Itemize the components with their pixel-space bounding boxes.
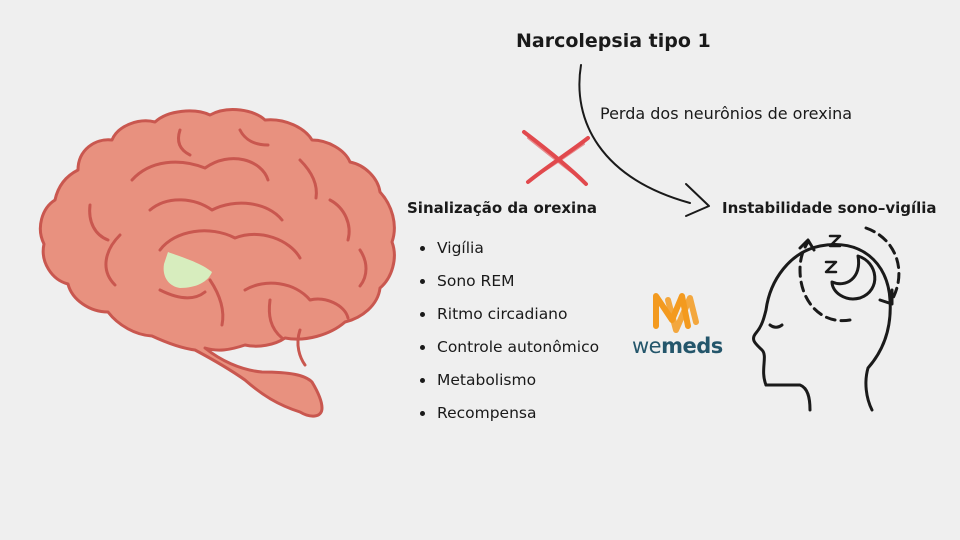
diagram-title: Narcolepsia tipo 1 [516,30,711,52]
logo-text-we: we [632,334,662,358]
list-item: Recompensa [436,397,599,430]
wemeds-wordmark: wemeds [632,334,723,358]
signaling-list: Vigília Sono REM Ritmo circadiano Contro… [418,232,599,430]
list-item: Sono REM [436,265,599,298]
list-item: Controle autonômico [436,331,599,364]
brain-outline [39,108,396,418]
list-item: Vigília [436,232,599,265]
signaling-heading: Sinalização da orexina [407,199,597,217]
list-item: Metabolismo [436,364,599,397]
logo-text-meds: meds [661,334,723,358]
moon-icon [830,254,877,301]
instability-heading: Instabilidade sono–vigília [722,199,937,217]
list-item: Ritmo circadiano [436,298,599,331]
hypothalamus-region [163,252,212,288]
arrow-label: Perda dos neurônios de orexina [600,104,853,123]
wemeds-logo [653,293,699,333]
